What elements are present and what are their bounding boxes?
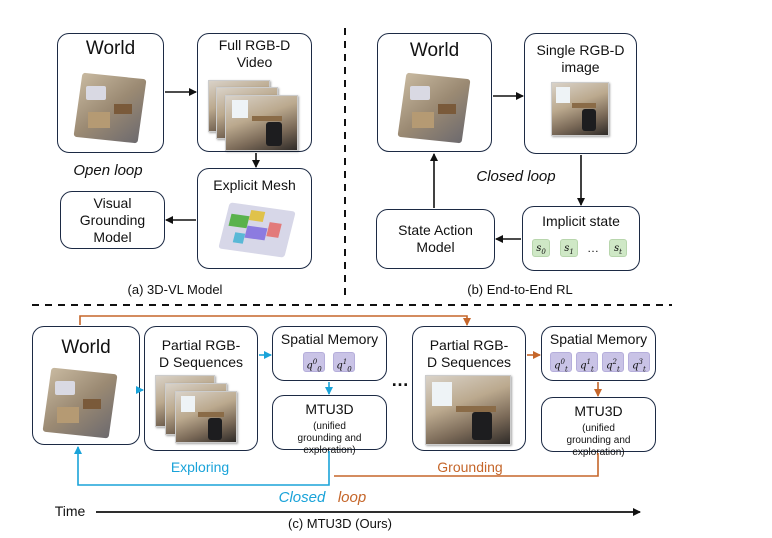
c-exploring-label: Exploring (170, 459, 230, 475)
c-partial-frame-2a (425, 375, 511, 445)
c-memory-token-2a: q0t (550, 352, 572, 373)
a-video-title: Full RGB-D Video (218, 37, 291, 70)
c-memory-token-2b: q1t (576, 352, 598, 373)
c-partial-box-1: Partial RGB-D Sequences (144, 326, 258, 451)
c-partial-title-1: Partial RGB-D Sequences (158, 337, 244, 370)
a-world-title: World (85, 38, 136, 59)
a-world-image (73, 72, 147, 144)
c-grounding-label: Grounding (437, 459, 503, 475)
c-partial-title-2: Partial RGB-D Sequences (426, 337, 512, 370)
b-token-ellipsis: … (587, 241, 599, 255)
b-caption: (b) End-to-End RL (467, 282, 573, 297)
b-image-title: Single RGB-D image (536, 42, 625, 75)
b-state-action-title: State Action Model (398, 222, 473, 255)
c-spatial-memory-box-1: Spatial Memory q00 q10 (272, 326, 387, 381)
a-grounding-box: Visual Grounding Model (60, 191, 165, 249)
b-world-box: World (377, 33, 492, 152)
c-world-box: World (32, 326, 140, 445)
b-token-st: st (609, 239, 627, 257)
c-spatial-memory-title-2: Spatial Memory (549, 331, 648, 347)
c-memory-token-1a: q00 (303, 352, 325, 373)
c-world-image (42, 367, 118, 439)
a-video-frame-front (225, 95, 298, 151)
b-token-s0: s0 (532, 239, 550, 257)
b-closed-loop: Closed loop (476, 168, 556, 185)
b-state-action-box: State Action Model (376, 209, 495, 269)
b-world-title: World (409, 40, 460, 61)
c-closed-label: Closed (278, 489, 326, 506)
c-mtu-sub-2: (unified grounding and exploration) (566, 423, 631, 458)
c-mtu-title-2: MTU3D (574, 403, 623, 419)
c-world-title: World (61, 337, 111, 358)
c-orange-top-loop (79, 315, 471, 326)
b-token-s1: s1 (560, 239, 578, 257)
c-memory-token-1b: q10 (333, 352, 355, 373)
c-exploring-feedback (74, 446, 330, 486)
a-open-loop: Open loop (73, 162, 143, 179)
b-single-image (551, 82, 609, 136)
c-grounding-feedback (334, 453, 599, 477)
c-mtu-title-1: MTU3D (305, 401, 354, 417)
c-mtu-box-1: MTU3D (unified grounding and exploration… (272, 395, 387, 456)
c-loop-label: loop (337, 489, 367, 506)
c-partial-frame-1c (175, 391, 237, 443)
b-implicit-box: Implicit state s0 s1 … st (522, 206, 640, 271)
b-implicit-title: Implicit state (542, 213, 620, 229)
c-time-label: Time (54, 503, 86, 519)
a-grounding-title: Visual Grounding Model (79, 195, 146, 245)
a-mesh-box: Explicit Mesh (197, 168, 312, 269)
c-partial-box-2: Partial RGB-D Sequences (412, 326, 526, 451)
b-image-box: Single RGB-D image (524, 33, 637, 154)
c-memory-token-2d: q3t (628, 352, 650, 373)
c-spatial-memory-title-1: Spatial Memory (280, 331, 379, 347)
c-ellipsis: … (391, 370, 409, 390)
c-mtu-box-2: MTU3D (unified grounding and exploration… (541, 397, 656, 458)
a-video-box: Full RGB-D Video (197, 33, 312, 152)
a-world-box: World (57, 33, 164, 153)
c-caption: (c) MTU3D (Ours) (288, 516, 392, 531)
a-mesh-title: Explicit Mesh (213, 177, 296, 193)
c-mtu-sub-1: (unified grounding and exploration) (297, 421, 362, 456)
a-caption: (a) 3D-VL Model (127, 282, 223, 297)
c-spatial-memory-box-2: Spatial Memory q0t q1t q2t q3t (541, 326, 656, 381)
c-memory-token-2c: q2t (602, 352, 624, 373)
b-world-image (397, 72, 471, 144)
